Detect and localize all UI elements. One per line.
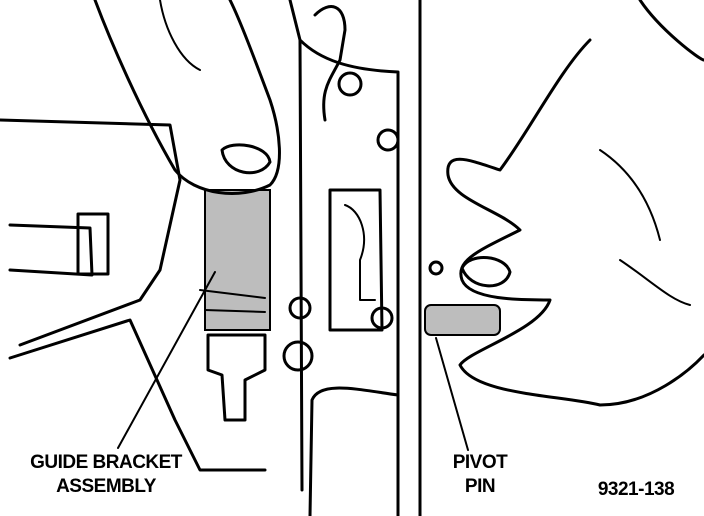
case-lower-edge — [8, 318, 267, 472]
bolt-hole-lower — [282, 340, 314, 372]
guide-bracket-clip — [199, 289, 266, 313]
pivot-pin-label-line1: PIVOT — [452, 452, 508, 473]
pivot-pin — [424, 304, 501, 336]
pivot-pin-label-line2: PIN — [464, 476, 496, 497]
valve-body-port — [328, 188, 384, 332]
shaft — [8, 223, 94, 277]
case-left — [0, 118, 182, 347]
hand-right-wrist — [638, 0, 704, 62]
bolt-hole-right — [370, 306, 394, 330]
guide-bracket-leader — [117, 271, 216, 449]
bolt-hole-upper — [376, 128, 400, 152]
bolt-hole-mid — [288, 296, 312, 320]
guide-bracket-label: GUIDE BRACKET ASSEMBLY — [14, 451, 198, 499]
shaft-collar — [76, 212, 110, 276]
hand-left-thumb — [93, 0, 281, 195]
pivot-pin-leader — [435, 337, 469, 451]
guide-bracket-label-line2: ASSEMBLY — [56, 476, 156, 497]
pivot-pin-label: PIVOT PIN — [440, 451, 520, 499]
thumbnail-right — [460, 255, 512, 288]
valve-body-slot — [344, 204, 376, 301]
pin-bore — [428, 260, 444, 276]
valve-body-outline — [288, 0, 400, 516]
guide-bracket-label-line1: GUIDE BRACKET — [30, 452, 182, 473]
guide-bracket-block — [204, 189, 271, 331]
figure-number: 9321-138 — [597, 479, 675, 500]
guide-bracket-lower — [206, 333, 267, 422]
valve-body-top-channel — [313, 5, 347, 122]
hand-left-finger — [159, 0, 201, 71]
valve-body-lower-channel — [308, 386, 400, 516]
hand-right-outline — [446, 38, 704, 407]
thumbnail-left — [220, 143, 272, 175]
hand-right-knuckle — [599, 149, 691, 306]
nut-fitting — [337, 71, 363, 97]
